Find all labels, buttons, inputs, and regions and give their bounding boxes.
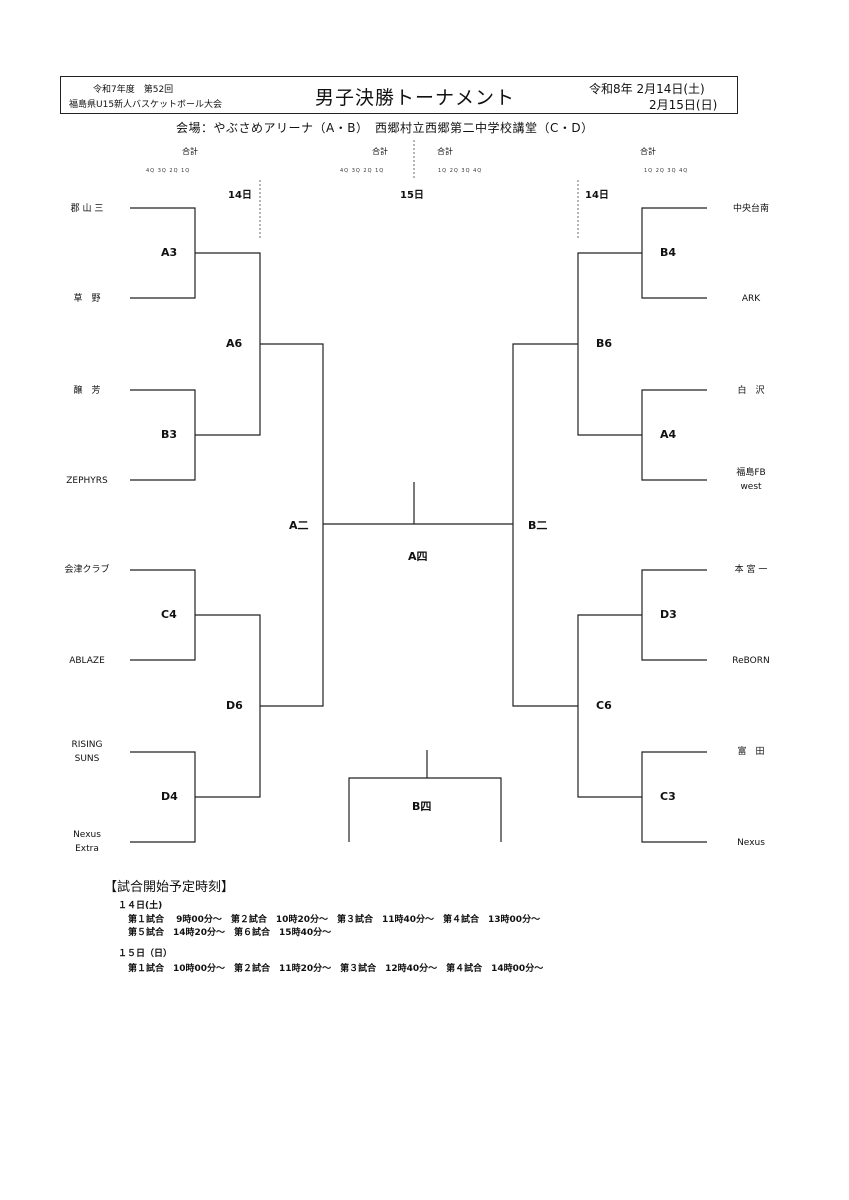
total-label-1: 合計 [182, 147, 198, 156]
team-left-4: ZEPHYRS [66, 476, 108, 486]
date-line-2: 2月15日(日) [649, 98, 718, 112]
day-label-right: 14日 [585, 190, 609, 201]
day-label-center: 15日 [400, 190, 424, 201]
game-b-final: B四 [412, 800, 432, 813]
team-left-2: 草 野 [73, 294, 101, 304]
game-a6: A6 [226, 337, 243, 350]
team-right-4: 福島FB west [736, 468, 766, 492]
team-left-6: ABLAZE [69, 656, 105, 666]
season-label: 令和7年度 第52回 [93, 85, 174, 95]
quarters-right-1: 1Q 2Q 3Q 4Q [438, 168, 483, 174]
header-box: 令和7年度 第52回 福島県U15新人バスケットボール大会 男子決勝トーナメント… [60, 76, 738, 114]
game-c4: C4 [161, 608, 177, 621]
game-b3: B3 [161, 428, 178, 441]
schedule-day1-line1: 第１試合 9時00分～ 第２試合 10時20分～ 第３試合 11時40分～ 第４… [128, 915, 541, 925]
game-b6: B6 [596, 337, 613, 350]
team-left-5: 会津クラブ [64, 565, 110, 575]
team-right-5: 本 宮 一 [734, 565, 768, 575]
team-right-3: 白 沢 [737, 386, 765, 396]
tournament-name: 福島県U15新人バスケットボール大会 [69, 100, 223, 110]
schedule-title: 【試合開始予定時刻】 [104, 880, 235, 895]
page-title: 男子決勝トーナメント [315, 87, 516, 109]
team-right-1: 中央台南 [732, 204, 769, 214]
schedule-day2-line1: 第１試合 10時00分～ 第２試合 11時20分～ 第３試合 12時40分～ 第… [128, 964, 544, 974]
team-right-2: ARK [741, 294, 761, 304]
day-label-left: 14日 [228, 190, 252, 201]
quarters-left-2: 4Q 3Q 2Q 1Q [340, 168, 385, 174]
team-left-1: 郡 山 三 [70, 204, 104, 214]
game-a3: A3 [161, 246, 178, 259]
venue-text: 会場：やぶさめアリーナ（A・B） 西郷村立西郷第二中学校講堂（C・D） [176, 121, 594, 135]
total-label-4: 合計 [640, 147, 656, 156]
team-right-6: ReBORN [732, 656, 770, 666]
quarters-left-1: 4Q 3Q 2Q 1Q [146, 168, 191, 174]
date-line-1: 令和8年 2月14日(土) [589, 82, 705, 96]
game-c6: C6 [596, 699, 612, 712]
game-d6: D6 [226, 699, 243, 712]
game-d3: D3 [660, 608, 677, 621]
game-a-final: A四 [408, 550, 428, 563]
game-d4: D4 [161, 790, 178, 803]
quarters-right-2: 1Q 2Q 3Q 4Q [644, 168, 689, 174]
game-a4: A4 [660, 428, 677, 441]
schedule-day1-label: １４日(土) [118, 901, 163, 911]
team-left-8: Nexus Extra [73, 830, 101, 854]
total-label-2: 合計 [372, 147, 388, 156]
team-right-7: 富 田 [737, 747, 765, 757]
schedule-day2-label: １５日（日） [118, 949, 173, 959]
game-a2: A二 [289, 519, 309, 532]
game-b4: B4 [660, 246, 677, 259]
schedule-day1-line2: 第５試合 14時20分～ 第６試合 15時40分～ [128, 928, 332, 938]
team-right-8: Nexus [737, 838, 765, 848]
game-b2: B二 [528, 519, 548, 532]
total-label-3: 合計 [437, 147, 453, 156]
team-left-3: 醸 芳 [73, 386, 101, 396]
game-c3: C3 [660, 790, 676, 803]
team-left-7: RISING SUNS [71, 740, 103, 764]
